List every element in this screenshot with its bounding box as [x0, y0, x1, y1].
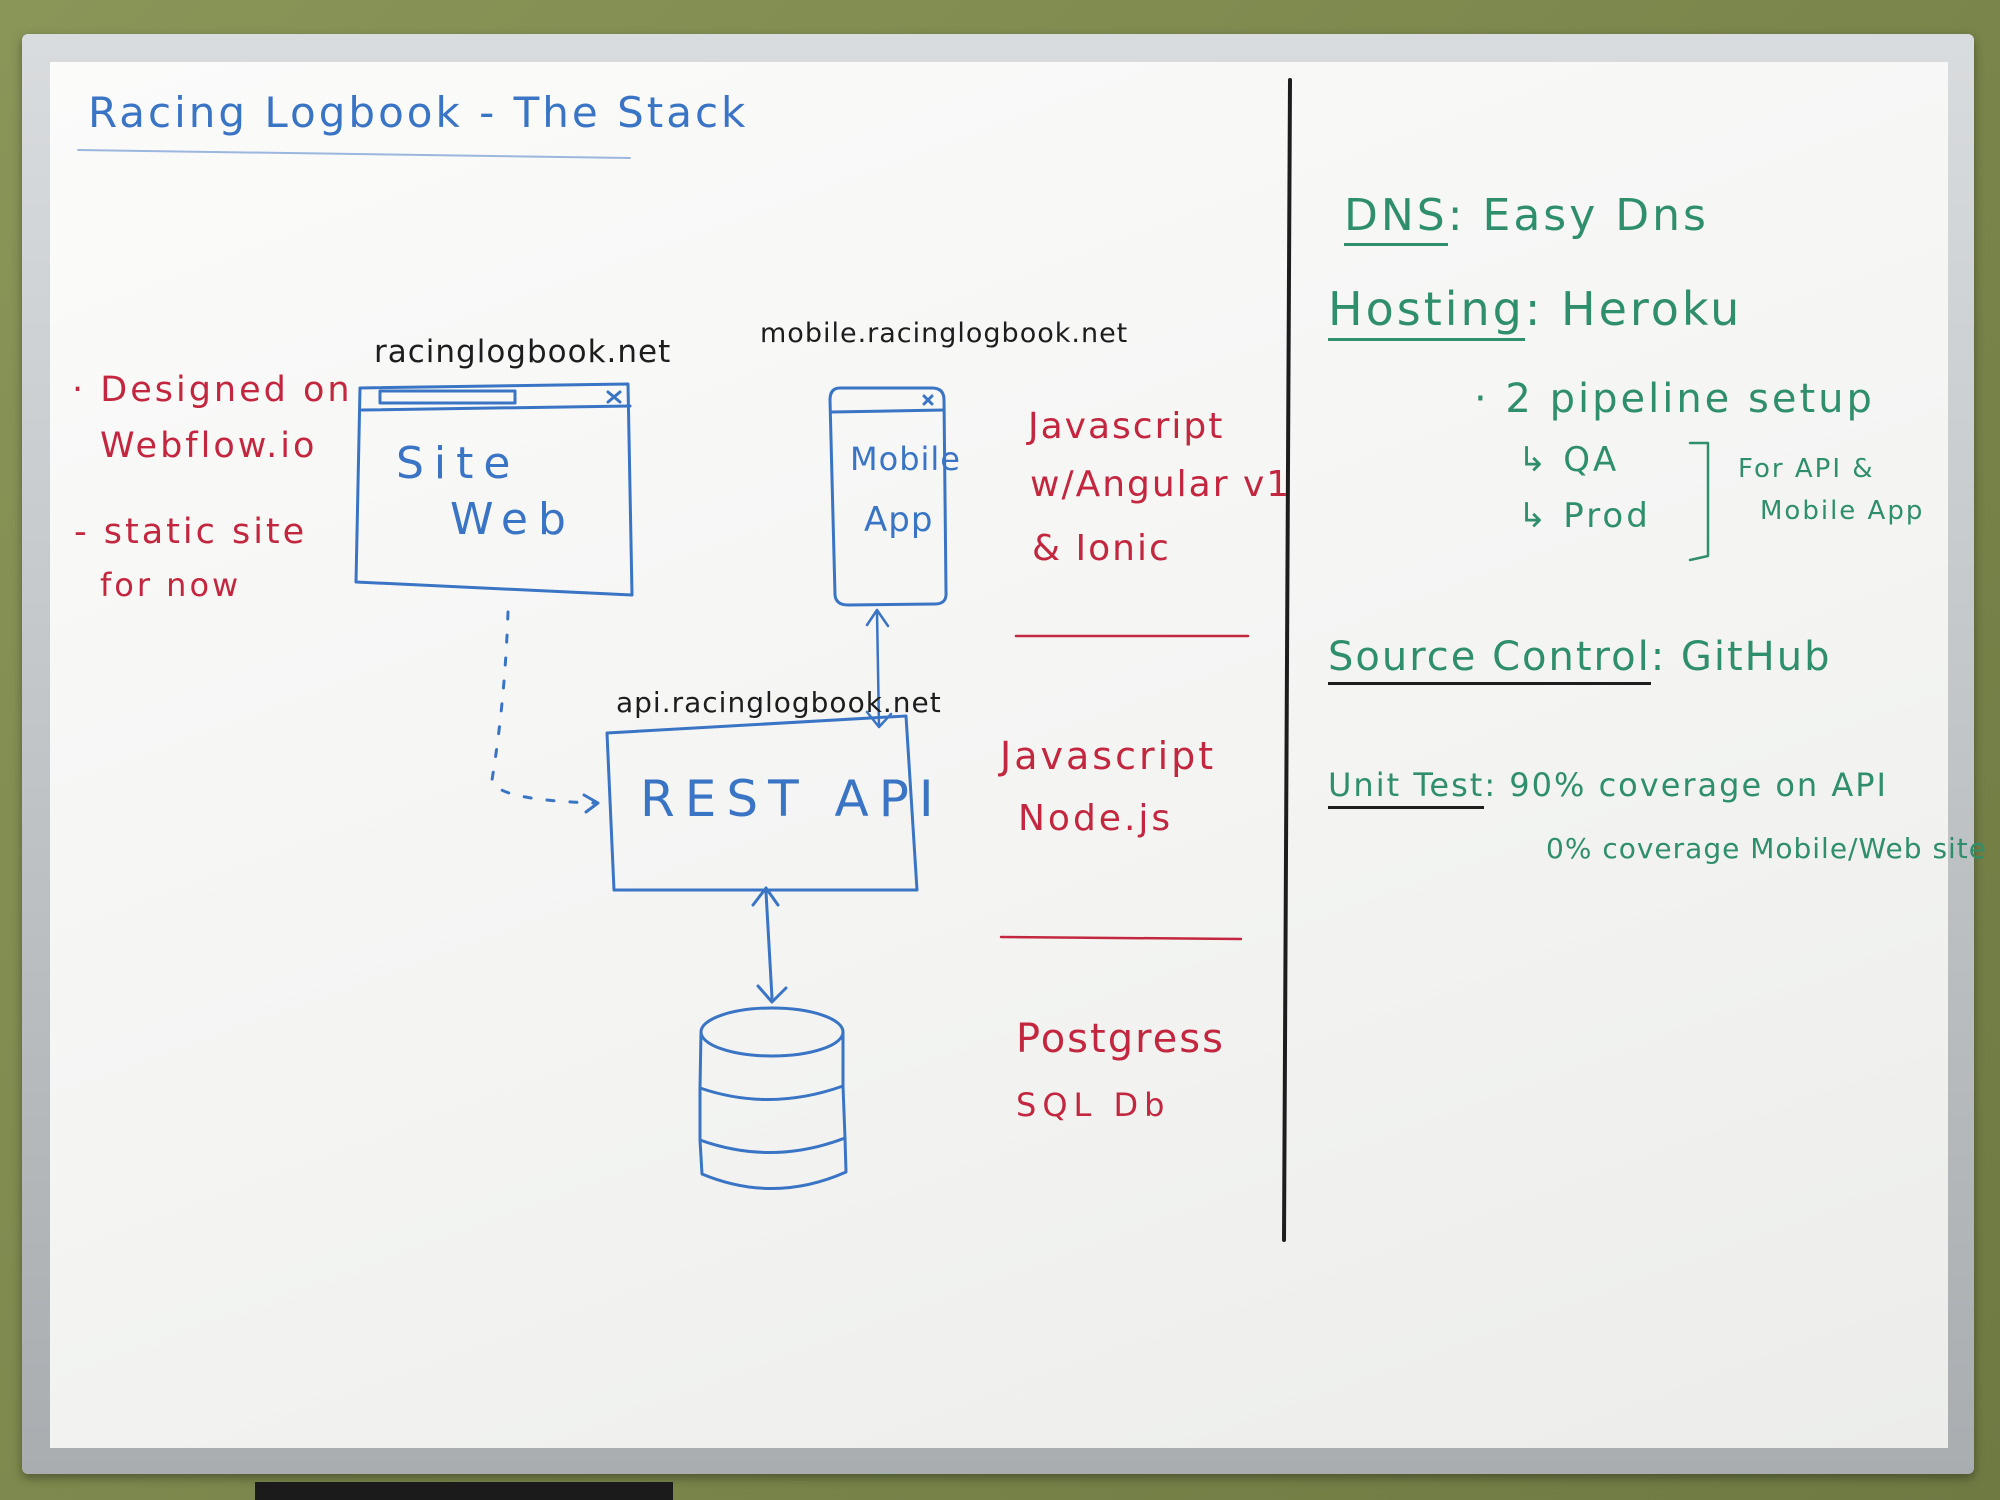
hosting-row: Hosting: Heroku: [1328, 282, 1743, 341]
source-control-value: : GitHub: [1650, 634, 1832, 680]
website-label-line2: Web: [450, 494, 576, 545]
api-domain-label: api.racinglogbook.net: [616, 686, 942, 719]
website-note-1: · Designed on: [72, 370, 353, 410]
website-label-line1: Site: [396, 438, 521, 489]
frontend-tech-line2: w/Angular v1: [1030, 464, 1292, 505]
database-tech-line1: Postgress: [1016, 1016, 1225, 1062]
mobile-api-arrow: [865, 608, 893, 729]
mobile-domain-label: mobile.racinglogbook.net: [760, 318, 1129, 349]
rest-api-label: REST API: [640, 770, 944, 828]
pipeline-bracket: [1688, 441, 1710, 562]
backend-tech-line1: Javascript: [1000, 734, 1217, 778]
source-control-label: Source Control: [1328, 634, 1651, 685]
unit-test-value-2: 0% coverage Mobile/Web site: [1546, 832, 1988, 865]
dns-label: DNS: [1344, 190, 1448, 246]
backend-tech-line2: Node.js: [1018, 798, 1174, 839]
website-note-4: for now: [100, 566, 242, 604]
mobile-label-line2: App: [864, 500, 934, 540]
dns-value: : Easy Dns: [1447, 190, 1709, 241]
marker-tray: [255, 1482, 673, 1500]
frontend-tech-line1: Javascript: [1028, 406, 1225, 447]
pipeline-note-2: Mobile App: [1760, 496, 1925, 526]
separator-backend-database: [999, 935, 1243, 941]
website-domain-label: racinglogbook.net: [374, 334, 672, 370]
board-divider: [1282, 78, 1292, 1242]
pipeline-setup: · 2 pipeline setup: [1474, 376, 1875, 422]
database-tech-line2: SQL Db: [1016, 1086, 1171, 1124]
database-icon: [698, 1006, 848, 1190]
unit-test-row: Unit Test: 90% coverage on API: [1328, 766, 1888, 809]
pipeline-qa: ↳ QA: [1518, 440, 1620, 480]
mobile-phone-icon: [828, 386, 948, 607]
unit-test-value-1: : 90% coverage on API: [1484, 766, 1888, 804]
api-database-arrow: [751, 886, 788, 1004]
pipeline-prod: ↳ Prod: [1518, 496, 1651, 536]
website-note-3: - static site: [74, 512, 308, 552]
unit-test-label: Unit Test: [1328, 766, 1485, 809]
website-browser-icon: [354, 382, 634, 597]
mobile-label-line1: Mobile: [850, 440, 961, 478]
hosting-value: : Heroku: [1524, 282, 1743, 336]
rest-api-box: [605, 714, 919, 892]
hosting-label: Hosting: [1328, 282, 1525, 341]
dns-row: DNS: Easy Dns: [1344, 190, 1709, 246]
page-title: Racing Logbook - The Stack: [88, 88, 749, 137]
title-underline: [77, 149, 631, 159]
website-note-2: Webflow.io: [100, 426, 318, 466]
website-api-connector: [490, 610, 597, 805]
frontend-tech-line3: & Ionic: [1032, 528, 1171, 569]
pipeline-note-1: For API &: [1738, 454, 1875, 484]
website-api-arrowhead: [582, 793, 600, 814]
source-control-row: Source Control: GitHub: [1328, 634, 1832, 685]
whiteboard-surface: [50, 62, 1948, 1448]
